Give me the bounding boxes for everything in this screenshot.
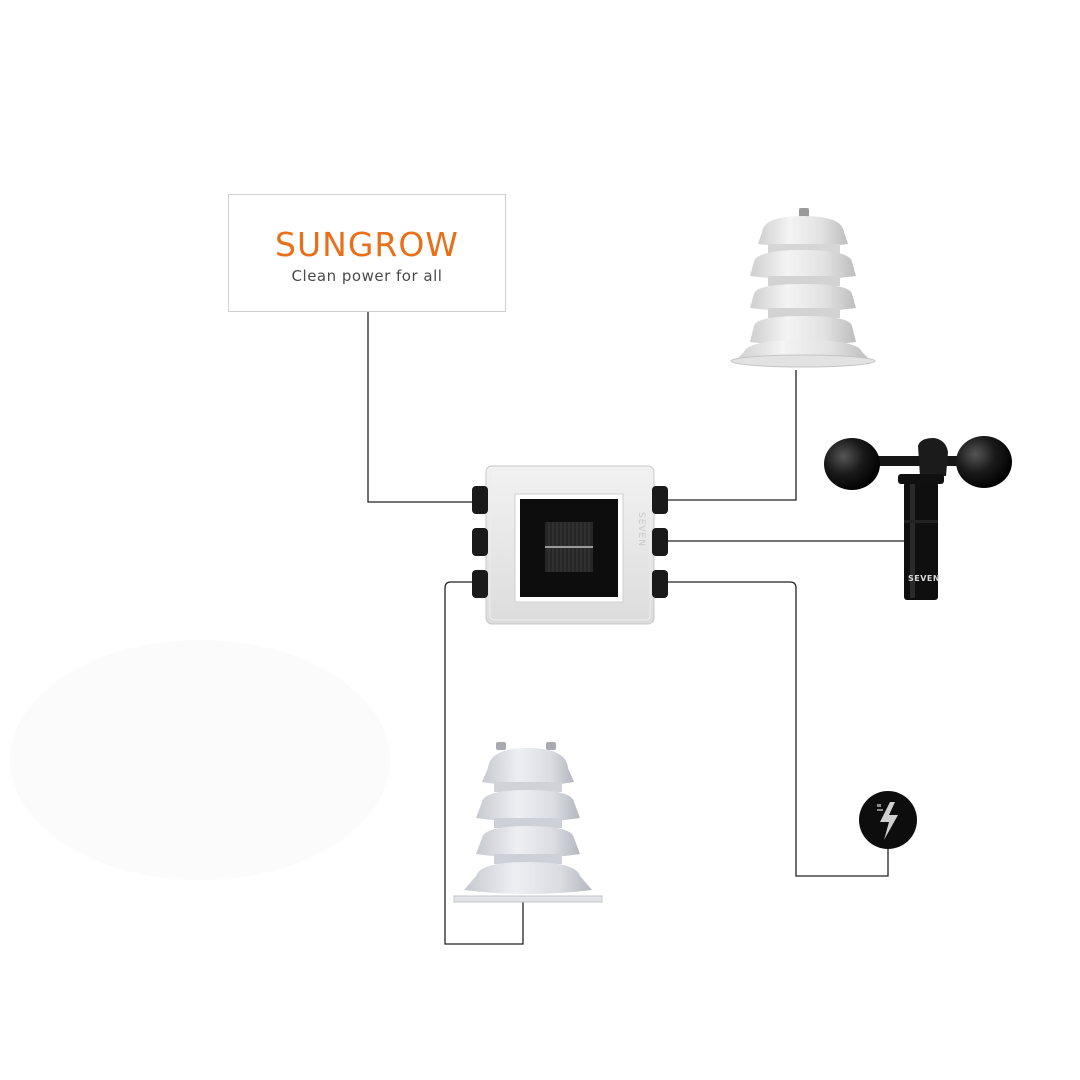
anemometer-icon xyxy=(824,436,1012,600)
radiation-shield-bottom xyxy=(453,742,603,903)
wire-top-shield-to-hub xyxy=(664,370,797,501)
junction-hub xyxy=(472,465,668,625)
lightning-bolt-icon xyxy=(880,802,898,840)
background-shadow xyxy=(10,640,390,880)
logo-tagline: Clean power for all xyxy=(291,267,443,285)
wire-logo-to-hub xyxy=(367,312,476,503)
wire-power-sensor-to-hub xyxy=(664,581,889,877)
wire-bottom-shield-to-hub xyxy=(444,581,524,945)
sungrow-logo-card: SUNGROW Clean power for all xyxy=(228,194,506,312)
wires xyxy=(367,312,905,945)
hub-brand-label: SEVEN xyxy=(636,512,646,547)
logo-brand: SUNGROW xyxy=(275,225,459,264)
power-sensor xyxy=(859,791,917,849)
radiation-shield-top xyxy=(730,208,876,368)
hub-connectors-left xyxy=(472,486,488,598)
anemometer-brand-label: SEVEN xyxy=(908,574,941,583)
hub-connectors-right xyxy=(652,486,668,598)
solar-panel-icon xyxy=(514,493,624,603)
